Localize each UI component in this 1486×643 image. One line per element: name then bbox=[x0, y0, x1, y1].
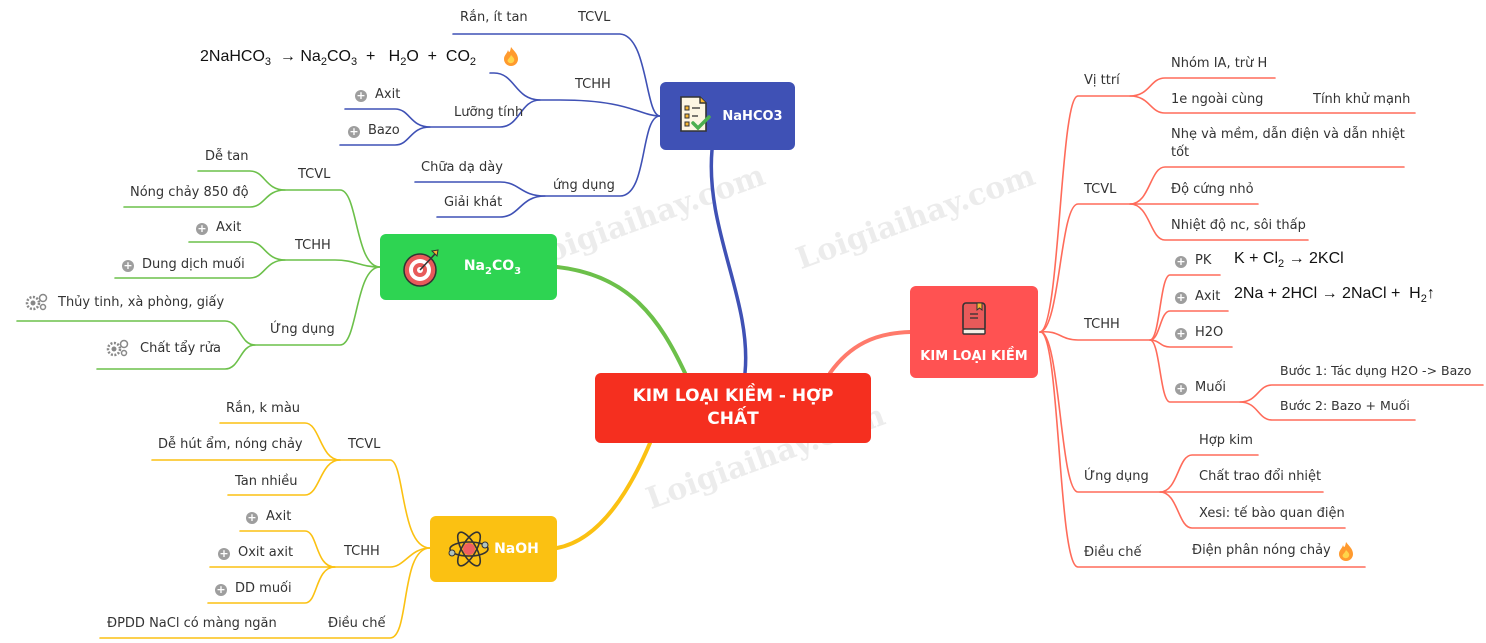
connector-root-na2co3 bbox=[555, 265, 687, 375]
root-node[interactable]: KIM LOẠI KIỀM - HỢP CHẤT bbox=[595, 373, 871, 443]
klk-dieuche-label: Điều chế bbox=[1084, 545, 1142, 560]
expand-plus-icon[interactable]: + bbox=[215, 583, 227, 596]
nahco3-tchh-label: TCHH bbox=[575, 77, 611, 92]
fire-icon bbox=[502, 46, 520, 70]
expand-plus-icon[interactable]: + bbox=[218, 547, 230, 560]
klk-vitri-result: Tính khử mạnh bbox=[1313, 92, 1411, 107]
node-kim-loai-kiem[interactable]: KIM LOẠI KIỀM bbox=[910, 286, 1038, 378]
expand-plus-icon[interactable]: + bbox=[348, 125, 360, 138]
nahco3-ungdung-label: ứng dụng bbox=[553, 178, 615, 193]
connector-root-naoh bbox=[555, 441, 652, 550]
nahco3-decomposition-equation: 2NaHCO3 → Na2CO3 + H2O + CO2 bbox=[200, 48, 477, 69]
gears-icon bbox=[24, 293, 48, 315]
klk-vitri-label: Vị ttrí bbox=[1084, 73, 1120, 88]
node-nahco3[interactable]: NaHCO3 bbox=[660, 82, 795, 150]
klk-tchh-item[interactable]: +PK bbox=[1175, 253, 1212, 268]
klk-dieuche-item: Điện phân nóng chảy bbox=[1192, 543, 1331, 558]
klk-vitri-item: 1e ngoài cùng bbox=[1171, 92, 1264, 107]
klk-tchh-item[interactable]: +H2O bbox=[1175, 325, 1224, 340]
klk-tchh-label: TCHH bbox=[1084, 317, 1120, 332]
atom-icon bbox=[448, 529, 490, 573]
connector-root-nahco3 bbox=[709, 148, 748, 375]
klk-ungdung-item: Xesi: tế bào quan điện bbox=[1199, 506, 1345, 521]
nahco3-ungdung-item: Chữa dạ dày bbox=[421, 160, 503, 175]
expand-plus-icon[interactable]: + bbox=[1175, 291, 1187, 304]
klk-ungdung-label: Ứng dụng bbox=[1084, 469, 1149, 484]
klk-tchh-item[interactable]: +Muối bbox=[1175, 380, 1227, 395]
node-naoh-label: NaOH bbox=[494, 541, 539, 557]
node-naoh[interactable]: NaOH bbox=[430, 516, 557, 582]
book-icon bbox=[960, 301, 988, 341]
connector-root-klk bbox=[828, 330, 912, 375]
klk-tcvl-label: TCVL bbox=[1084, 182, 1117, 197]
naoh-dieuche-item: ĐPDD NaCl có màng ngăn bbox=[107, 616, 277, 631]
klk-muoi-step: Bước 1: Tác dụng H2O -> Bazo bbox=[1280, 363, 1472, 378]
target-icon bbox=[402, 248, 442, 292]
node-na2co3[interactable]: Na2CO3 bbox=[380, 234, 557, 300]
naoh-tcvl-label: TCVL bbox=[348, 437, 381, 452]
klk-muoi-step: Bước 2: Bazo + Muối bbox=[1280, 398, 1410, 413]
naoh-tcvl-item: Dễ hút ẩm, nóng chảy bbox=[158, 437, 303, 452]
na2co3-ungdung-item: Thủy tinh, xà phòng, giấy bbox=[58, 295, 225, 310]
klk-ungdung-item: Hợp kim bbox=[1199, 433, 1253, 448]
na2co3-tchh-label: TCHH bbox=[295, 238, 331, 253]
nahco3-tcvl-label: TCVL bbox=[578, 10, 611, 25]
klk-tcvl-item-cont: tốt bbox=[1171, 145, 1190, 160]
root-title-line1: KIM LOẠI KIỀM - HỢP bbox=[632, 386, 834, 406]
checklist-icon bbox=[678, 95, 712, 139]
fire-icon bbox=[1337, 541, 1355, 565]
klk-axit-equation: 2Na + 2HCl → 2NaCl + H2↑ bbox=[1234, 285, 1435, 306]
klk-ungdung-item: Chất trao đổi nhiệt bbox=[1199, 469, 1322, 484]
root-title-line2: CHẤT bbox=[707, 409, 759, 429]
na2co3-tcvl-item: Dễ tan bbox=[205, 149, 249, 164]
na2co3-tcvl-label: TCVL bbox=[298, 167, 331, 182]
klk-tcvl-item: Nhiệt độ nc, sôi thấp bbox=[1171, 218, 1306, 233]
naoh-tchh-label: TCHH bbox=[344, 544, 380, 559]
gears-icon bbox=[105, 339, 129, 361]
expand-plus-icon[interactable]: + bbox=[246, 511, 258, 524]
na2co3-ungdung-item: Chất tẩy rửa bbox=[140, 341, 221, 356]
nahco3-luongtinh-item[interactable]: +Bazo bbox=[348, 123, 400, 138]
naoh-tcvl-item: Tan nhiều bbox=[235, 474, 298, 489]
expand-plus-icon[interactable]: + bbox=[355, 89, 367, 102]
nahco3-luongtinh-item[interactable]: +Axit bbox=[355, 87, 401, 102]
klk-pk-equation: K + Cl2 → 2KCl bbox=[1234, 250, 1344, 271]
naoh-tcvl-item: Rắn, k màu bbox=[226, 401, 301, 416]
nahco3-ungdung-item: Giải khát bbox=[444, 195, 503, 210]
na2co3-tchh-item[interactable]: +Dung dịch muối bbox=[122, 257, 245, 272]
klk-vitri-item: Nhóm IA, trừ H bbox=[1171, 56, 1268, 71]
na2co3-tchh-item[interactable]: +Axit bbox=[196, 220, 242, 235]
expand-plus-icon[interactable]: + bbox=[122, 259, 134, 272]
klk-tchh-item[interactable]: +Axit bbox=[1175, 289, 1221, 304]
expand-plus-icon[interactable]: + bbox=[1175, 255, 1187, 268]
na2co3-tcvl-item: Nóng chảy 850 độ bbox=[130, 185, 249, 200]
expand-plus-icon[interactable]: + bbox=[196, 222, 208, 235]
klk-tcvl-item: Độ cứng nhỏ bbox=[1171, 182, 1254, 197]
naoh-tchh-item[interactable]: +Axit bbox=[246, 509, 292, 524]
na2co3-ungdung-label: Ứng dụng bbox=[270, 322, 335, 337]
nahco3-luongtinh-label: Lưỡng tính bbox=[454, 105, 524, 120]
expand-plus-icon[interactable]: + bbox=[1175, 382, 1187, 395]
naoh-dieuche-label: Điều chế bbox=[328, 616, 386, 631]
naoh-tchh-item[interactable]: +Oxit axit bbox=[218, 545, 294, 560]
node-nahco3-label: NaHCO3 bbox=[722, 108, 783, 124]
naoh-tchh-item[interactable]: +DD muối bbox=[215, 581, 292, 596]
node-kim-loai-kiem-label: KIM LOẠI KIỀM bbox=[920, 348, 1028, 364]
node-na2co3-label: Na2CO3 bbox=[463, 257, 522, 277]
klk-tcvl-item: Nhẹ và mềm, dẫn điện và dẫn nhiệt bbox=[1171, 127, 1405, 142]
nahco3-tcvl-item: Rắn, ít tan bbox=[460, 10, 528, 25]
expand-plus-icon[interactable]: + bbox=[1175, 327, 1187, 340]
